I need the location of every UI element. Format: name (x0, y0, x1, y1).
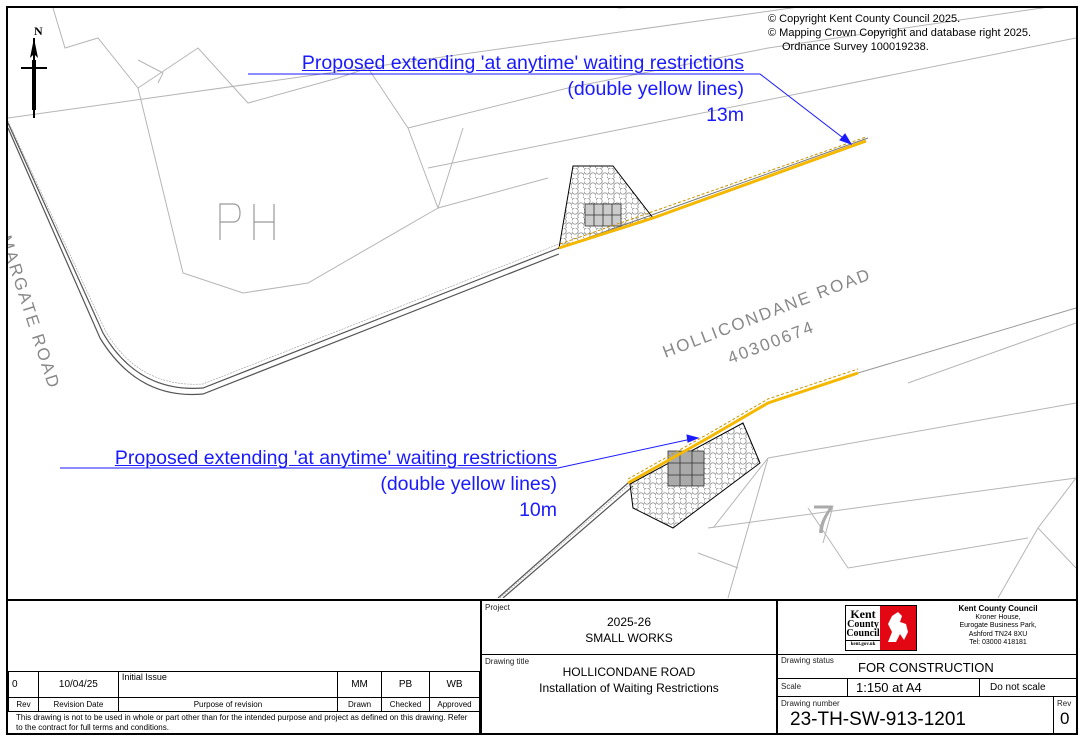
do-not-scale-cell: Do not scale (980, 679, 1076, 697)
ph-label (219, 203, 275, 240)
status-cell: Drawing status FOR CONSTRUCTION (776, 655, 1076, 679)
north-arrow (21, 38, 47, 118)
header-cell: Purpose of revision (117, 697, 339, 712)
annotation-text: (double yellow lines) (380, 473, 557, 495)
approved-cell: WB (428, 671, 481, 698)
build-out-top (558, 165, 654, 249)
copyright-line: © Copyright Kent County Council 2025. (768, 13, 961, 25)
header-cell: Rev (8, 697, 39, 712)
council-name: Kent County Council (958, 604, 1038, 613)
logo-word: Council (846, 628, 880, 639)
rev-cell: 0 (8, 671, 39, 698)
header-cell: Drawn (337, 697, 383, 712)
leader-arrows (60, 73, 853, 469)
project-year: 2025-26 (606, 615, 652, 629)
drawn-cell: MM (337, 671, 383, 698)
title-block: 0 10/04/25 Initial Issue MM PB WB Rev Re… (8, 599, 1076, 735)
logo-word: County (847, 619, 879, 630)
scale-label-cell: Scale (776, 679, 848, 697)
site-plan-map: N MARGATE ROAD HOLLICONDANE ROAD 4030067… (8, 8, 1076, 598)
logo-word: Kent (850, 607, 876, 621)
header-cell: Approved (428, 697, 481, 712)
property-boundaries (8, 8, 1076, 598)
address-line: Ashford TN24 8XU (968, 630, 1028, 638)
drawing-title-sub: Installation of Waiting Restrictions (539, 681, 719, 695)
address-line: Kroner House, (975, 613, 1021, 621)
drawing-title-label: Drawing title (485, 657, 530, 666)
restriction-top (558, 139, 867, 250)
annotation-text: Proposed extending 'at anytime' waiting … (301, 52, 744, 74)
project-name: SMALL WORKS (585, 631, 673, 645)
logo-url: kent.gov.uk (846, 640, 880, 648)
drawing-status: FOR CONSTRUCTION (858, 660, 994, 675)
disclaimer: This drawing is not to be used in whole … (8, 711, 480, 735)
revision-header-row: Rev Revision Date Purpose of revision Dr… (8, 697, 481, 712)
drawing-frame (6, 6, 1078, 735)
address-line: Eurogate Business Park, (959, 622, 1037, 629)
double-yellow-lines (558, 136, 867, 485)
status-label: Drawing status (781, 656, 834, 665)
drawing-number-cell: Drawing number 23-TH-SW-913-1201 (776, 697, 1054, 735)
drawing-title-main: HOLLICONDANE ROAD (562, 665, 696, 679)
restriction-bottom (627, 371, 859, 485)
purpose-cell: Initial Issue (117, 671, 339, 698)
council-address: Kent County Council Kroner House, Euroga… (923, 604, 1073, 648)
kcc-logo: Kent County Council kent.gov.uk (845, 605, 917, 651)
project-label: Project (485, 603, 510, 612)
revision-row: 0 10/04/25 Initial Issue MM PB WB (8, 671, 481, 698)
rev-cell-right: Rev 0 (1054, 697, 1076, 735)
address-line: Tel: 03000 418181 (969, 639, 1027, 646)
date-cell: 10/04/25 (37, 671, 119, 698)
annotation-length: 10m (519, 499, 557, 521)
header-cell: Revision Date (37, 697, 119, 712)
checked-cell: PB (381, 671, 430, 698)
copyright-line: Ordnance Survey 100019238. (782, 41, 929, 53)
do-not-scale-note: Do not scale (990, 682, 1046, 693)
scale-label: Scale (781, 682, 802, 691)
road-kerbs (8, 120, 1076, 598)
north-label: N (34, 24, 43, 38)
annotation-bottom: Proposed extending 'at anytime' waiting … (115, 445, 557, 523)
rev-label: Rev (1057, 699, 1072, 708)
drawing-number: 23-TH-SW-913-1201 (790, 709, 967, 730)
project-cell: Project 2025-26 SMALL WORKS (480, 601, 776, 655)
annotation-text: (double yellow lines) (567, 78, 744, 100)
copyright-line: © Mapping Crown Copyright and database r… (768, 27, 1032, 39)
revision-table: 0 10/04/25 Initial Issue MM PB WB Rev Re… (8, 671, 481, 712)
header-cell: Checked (381, 697, 430, 712)
annotation-top: Proposed extending 'at anytime' waiting … (302, 50, 744, 128)
map-linework (8, 8, 1076, 598)
copyright-notice: © Copyright Kent County Council 2025. © … (768, 12, 1031, 54)
scale-cell: 1:150 at A4 (848, 679, 980, 697)
rev-value: 0 (1060, 709, 1070, 728)
scale-value: 1:150 at A4 (856, 680, 922, 695)
plot-number-label: 7 (812, 498, 835, 542)
kcc-logo-text: Kent County Council kent.gov.uk (846, 606, 880, 650)
invicta-horse-icon (880, 606, 916, 650)
drawing-title-cell: Drawing title HOLLICONDANE ROAD Installa… (480, 655, 776, 735)
annotation-text: Proposed extending 'at anytime' waiting … (114, 447, 557, 469)
annotation-length: 13m (706, 104, 744, 126)
logo-cell: Kent County Council kent.gov.uk Kent Cou… (776, 601, 1076, 655)
drawing-number-label: Drawing number (781, 699, 840, 708)
